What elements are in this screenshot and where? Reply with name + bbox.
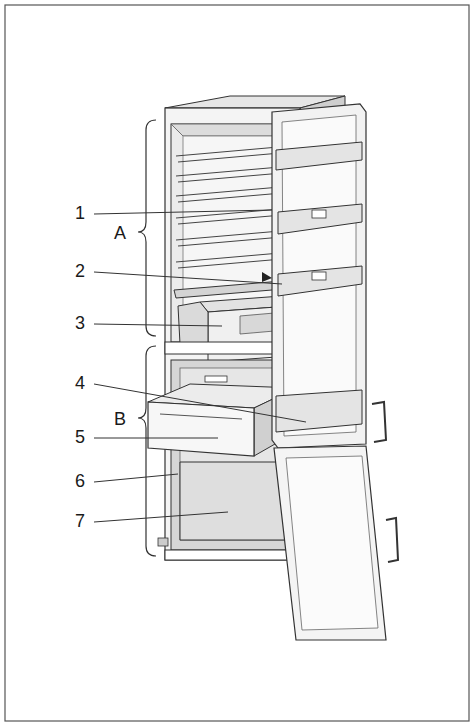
freezer-handle: [386, 518, 398, 562]
callout-label: 6: [75, 471, 85, 491]
callout-label: A: [114, 223, 126, 243]
egg-holders: [312, 210, 326, 280]
callout-label: 3: [75, 313, 85, 333]
callout-label: 2: [75, 261, 85, 281]
brace: [138, 346, 156, 556]
leader-lines: [94, 210, 306, 522]
drawer-grip: [160, 414, 242, 419]
callout-label: 5: [75, 427, 85, 447]
door-handle: [372, 402, 386, 442]
callout-label: 4: [75, 373, 85, 393]
brace: [138, 120, 156, 336]
callout-label: 7: [75, 511, 85, 531]
freezer-door: [274, 446, 386, 640]
arrow-mark: [262, 272, 272, 282]
frame: [5, 5, 469, 721]
ice-tray: [205, 376, 227, 382]
callout-label: 1: [75, 203, 85, 223]
foot: [158, 538, 168, 546]
plinth: [165, 550, 300, 560]
callout-label: B: [114, 409, 126, 429]
freezer-door-liner: [286, 456, 378, 630]
lower-drawer: [180, 462, 286, 540]
fridge-door: [272, 104, 366, 448]
door-shelves: [276, 142, 362, 432]
